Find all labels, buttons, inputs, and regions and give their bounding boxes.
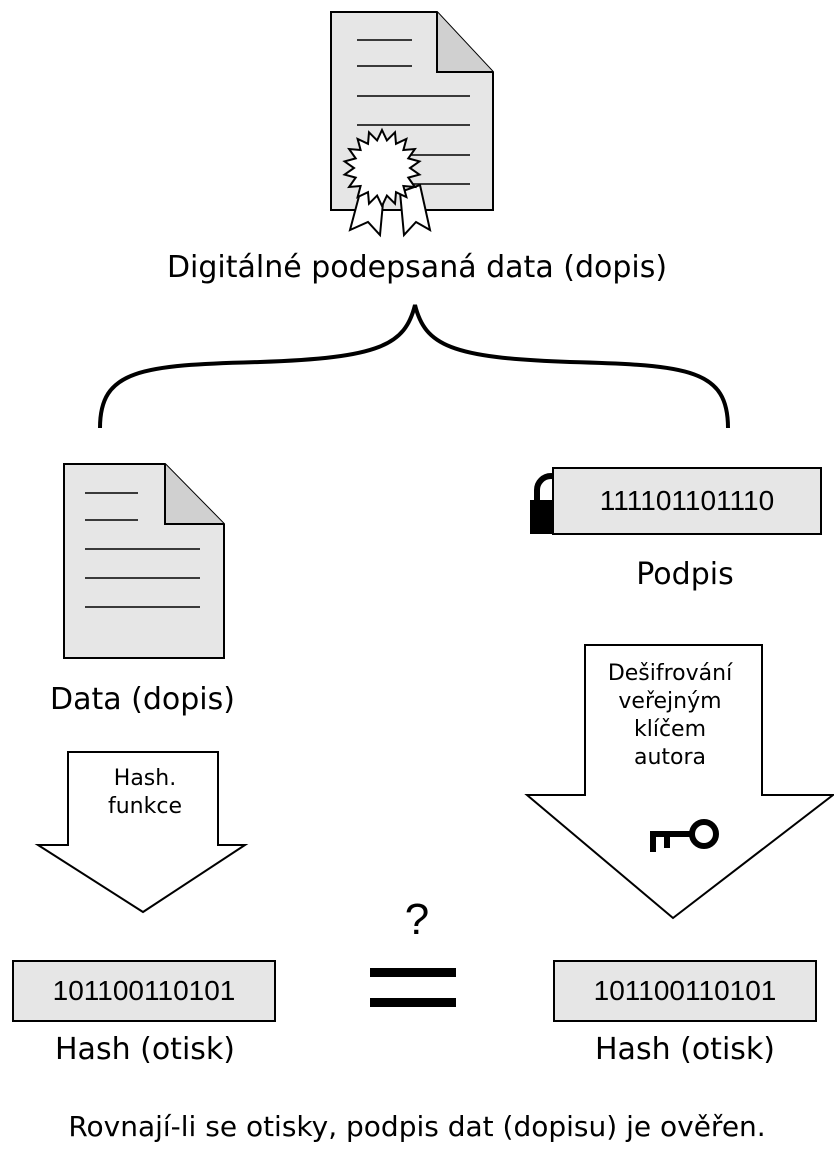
equals-icon	[370, 968, 456, 1007]
data-label: Data (dopis)	[50, 682, 235, 717]
signature-label: Podpis	[636, 557, 734, 592]
hash-value-right: 101100110101	[593, 975, 777, 1006]
certificate-document-icon	[330, 11, 494, 238]
decrypt-arrow	[524, 644, 834, 920]
curly-brace	[98, 304, 730, 429]
hash-value-box-right: 101100110101	[553, 960, 817, 1022]
document-icon	[63, 463, 225, 659]
hash-function-label: Hash. funkce	[107, 766, 182, 819]
hash-value-left: 101100110101	[52, 975, 236, 1006]
hash-label-right: Hash (otisk)	[595, 1032, 775, 1067]
key-icon	[650, 819, 719, 852]
footer-text: Rovnají-li se otisky, podpis dat (dopisu…	[68, 1110, 766, 1143]
signature-value-box: 111101101110	[552, 467, 822, 535]
question-mark: ?	[404, 895, 430, 944]
signed-document-label: Digitálné podepsaná data (dopis)	[166, 250, 668, 285]
hash-value-box-left: 101100110101	[12, 960, 276, 1022]
signature-value: 111101101110	[599, 485, 775, 516]
decrypt-label: Dešifrování veřejným klíčem autora	[607, 661, 733, 770]
hash-function-arrow	[34, 751, 249, 914]
hash-label-left: Hash (otisk)	[55, 1032, 235, 1067]
